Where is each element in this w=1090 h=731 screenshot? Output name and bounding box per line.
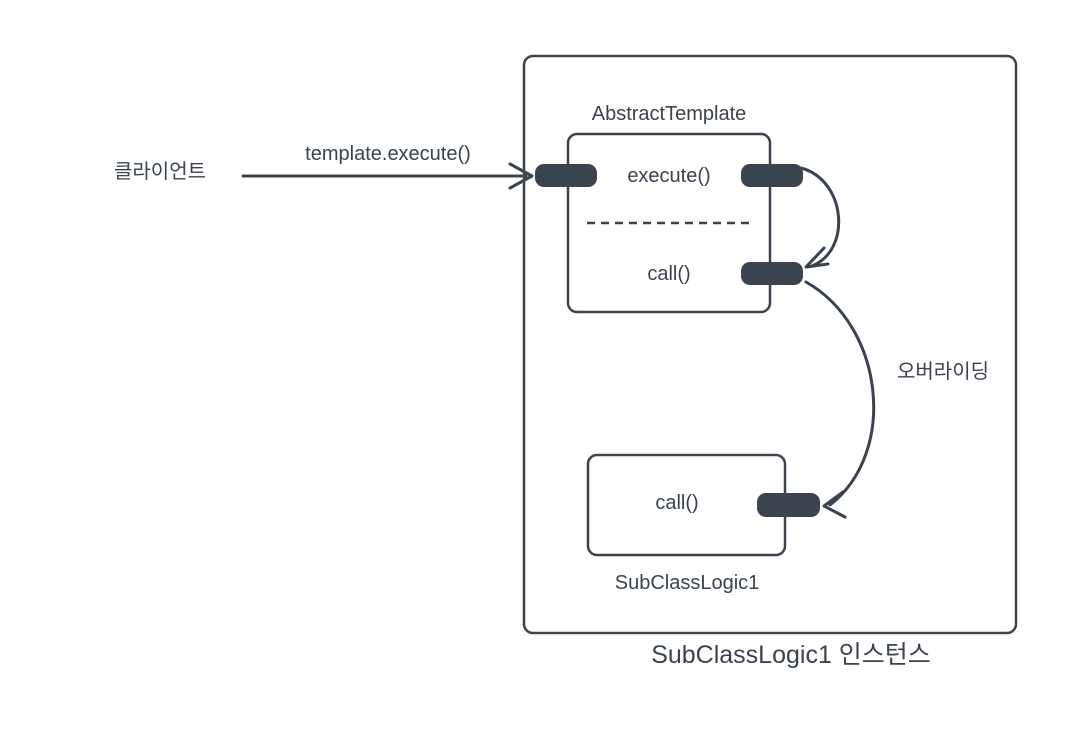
overriding-arrow-line	[804, 280, 876, 507]
abstract-template-box	[566, 132, 772, 314]
client-label: 클라이언트	[114, 160, 206, 183]
call-port-right	[741, 262, 803, 285]
subclass-name-label: SubClassLogic1	[615, 572, 760, 594]
abstract-template-title: AbstractTemplate	[592, 103, 747, 125]
client-arrow-label: template.execute()	[305, 143, 471, 165]
subclass-call-method-label: call()	[655, 492, 698, 514]
execute-to-call-arrow-head	[804, 246, 830, 269]
execute-port-left	[535, 164, 597, 187]
overriding-arrow: 오버라이딩	[804, 280, 989, 519]
overriding-label: 오버라이딩	[897, 360, 989, 383]
instance-caption: SubClassLogic1 인스턴스	[651, 641, 931, 669]
execute-to-call-arrow-line	[799, 166, 841, 268]
client-arrow-head	[508, 162, 534, 190]
call-method-label: call()	[647, 263, 690, 285]
subclass-call-port	[757, 493, 820, 517]
overriding-arrow-head	[822, 490, 847, 519]
execute-port-right	[741, 164, 803, 187]
client-call-arrow: template.execute()	[241, 143, 534, 190]
execute-to-call-arrow	[799, 166, 841, 269]
execute-method-label: execute()	[627, 165, 710, 187]
